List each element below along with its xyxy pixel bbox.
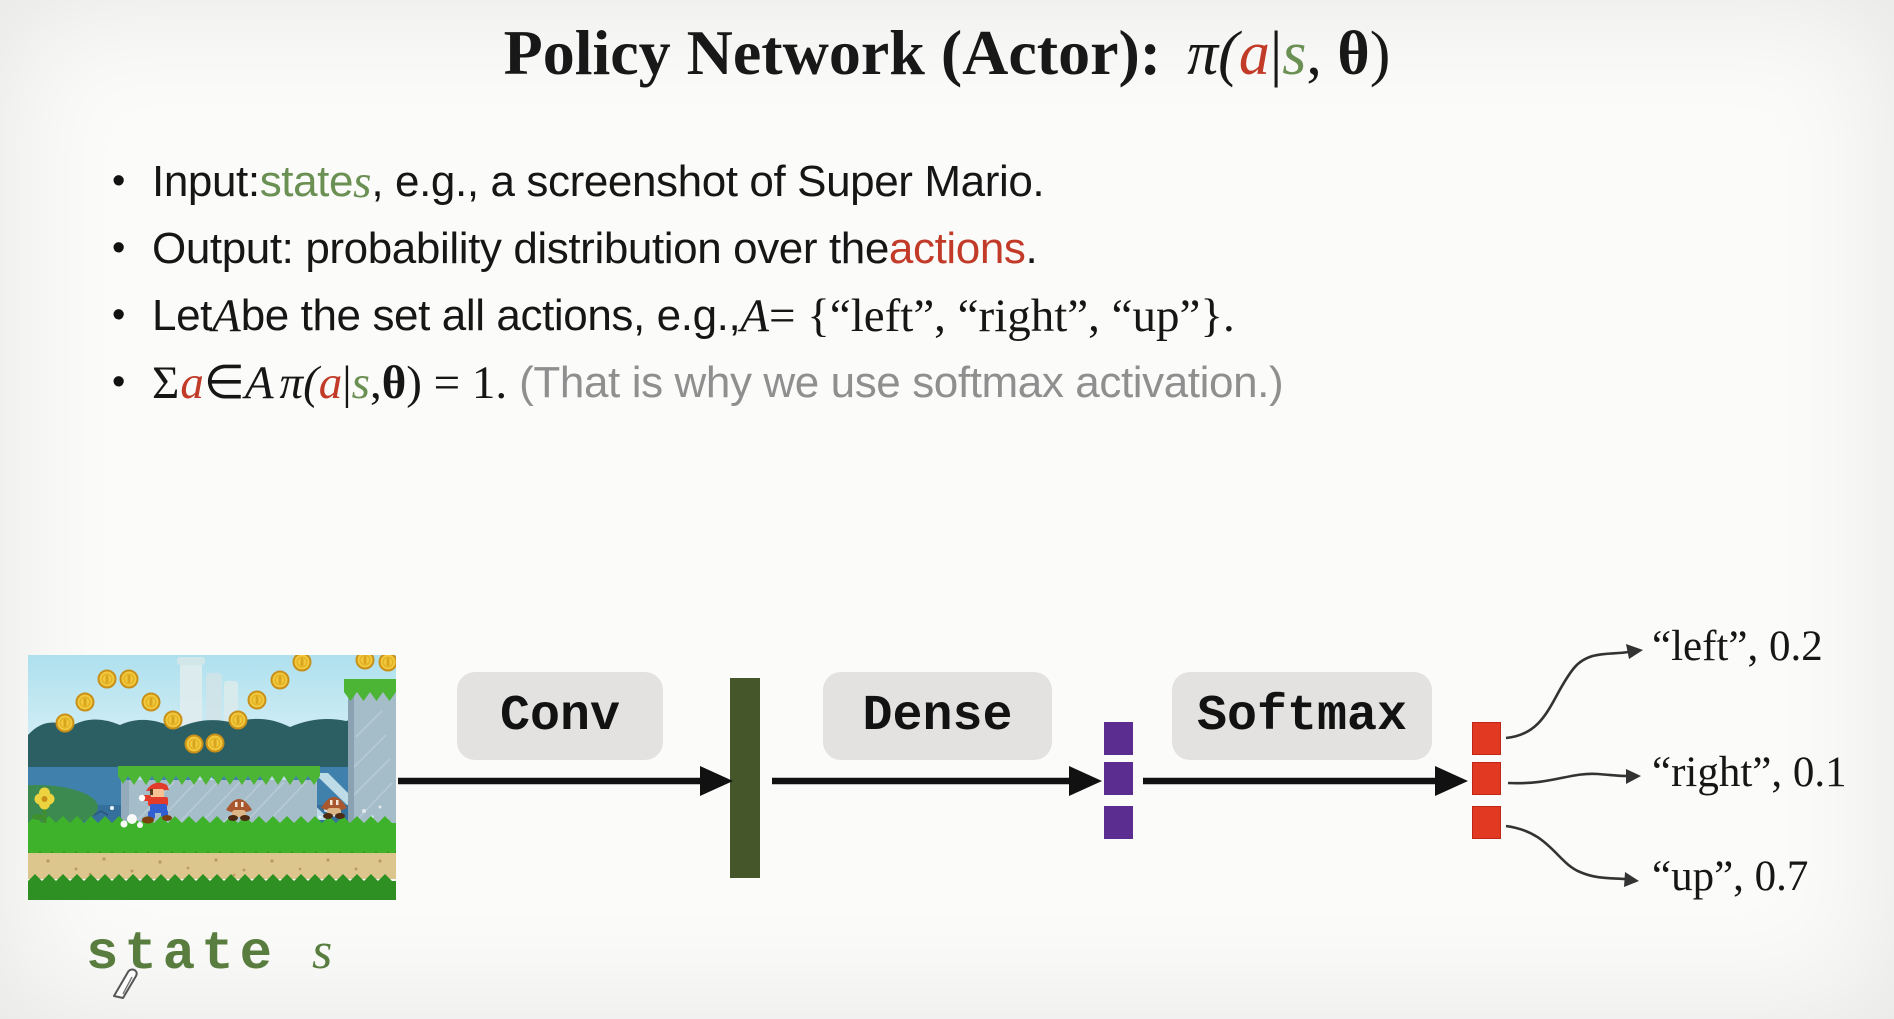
bullet-output: • Output: probability distribution over …	[112, 223, 1038, 273]
dense-vector-cell	[1104, 722, 1133, 755]
conv-feature-bar	[730, 678, 760, 878]
goomba	[226, 799, 252, 821]
softmax-note: (That is why we use softmax activation.)	[519, 357, 1284, 407]
title-text: Policy Network (Actor):	[503, 17, 1162, 88]
flow-arrow	[772, 766, 1102, 796]
dense-vector-cell	[1104, 762, 1133, 795]
output-curve-right	[1507, 769, 1641, 785]
mario-figure	[138, 782, 172, 824]
bullet-dot: •	[112, 227, 125, 269]
output-label-right: “right”, 0.1	[1652, 749, 1847, 796]
pen-cursor-icon	[113, 968, 138, 999]
bullet-dot: •	[112, 361, 125, 403]
bullet-dot: •	[112, 294, 125, 336]
prob-vector-cell	[1472, 762, 1501, 795]
stone-cliff	[344, 679, 396, 829]
flow-arrow	[398, 766, 733, 796]
ground	[28, 816, 396, 900]
sigma-subscript: a∈A	[180, 357, 274, 409]
flower	[32, 787, 55, 823]
bullet-dot: •	[112, 160, 125, 202]
prob-vector-cell	[1472, 806, 1501, 839]
dense-layer-block: Dense	[823, 672, 1052, 760]
softmax-layer-block: Softmax	[1172, 672, 1432, 760]
coins	[55, 655, 396, 754]
page-title: Policy Network (Actor): π(a|s, θ)	[0, 16, 1894, 90]
conv-layer-block: Conv	[457, 672, 663, 760]
goomba	[321, 797, 347, 819]
prob-vector-cell	[1472, 722, 1501, 755]
mario-screenshot	[28, 655, 396, 900]
dust-puffs	[110, 806, 143, 828]
output-label-left: “left”, 0.2	[1652, 623, 1823, 670]
bullet-action-set: • Let A be the set all actions, e.g., A …	[112, 289, 1235, 342]
output-label-up: “up”, 0.7	[1652, 853, 1809, 900]
state-word: state	[86, 924, 279, 985]
title-formula: π(a|s, θ)	[1187, 20, 1391, 88]
flow-arrow	[1143, 766, 1468, 796]
bullet-input: • Input: state s, e.g., a screenshot of …	[112, 155, 1045, 208]
dense-vector-cell	[1104, 806, 1133, 839]
output-curve-left	[1505, 644, 1643, 740]
output-curve-up	[1505, 824, 1639, 887]
state-symbol: s	[312, 923, 333, 980]
bullet-list: • Input: state s, e.g., a screenshot of …	[112, 148, 1284, 416]
